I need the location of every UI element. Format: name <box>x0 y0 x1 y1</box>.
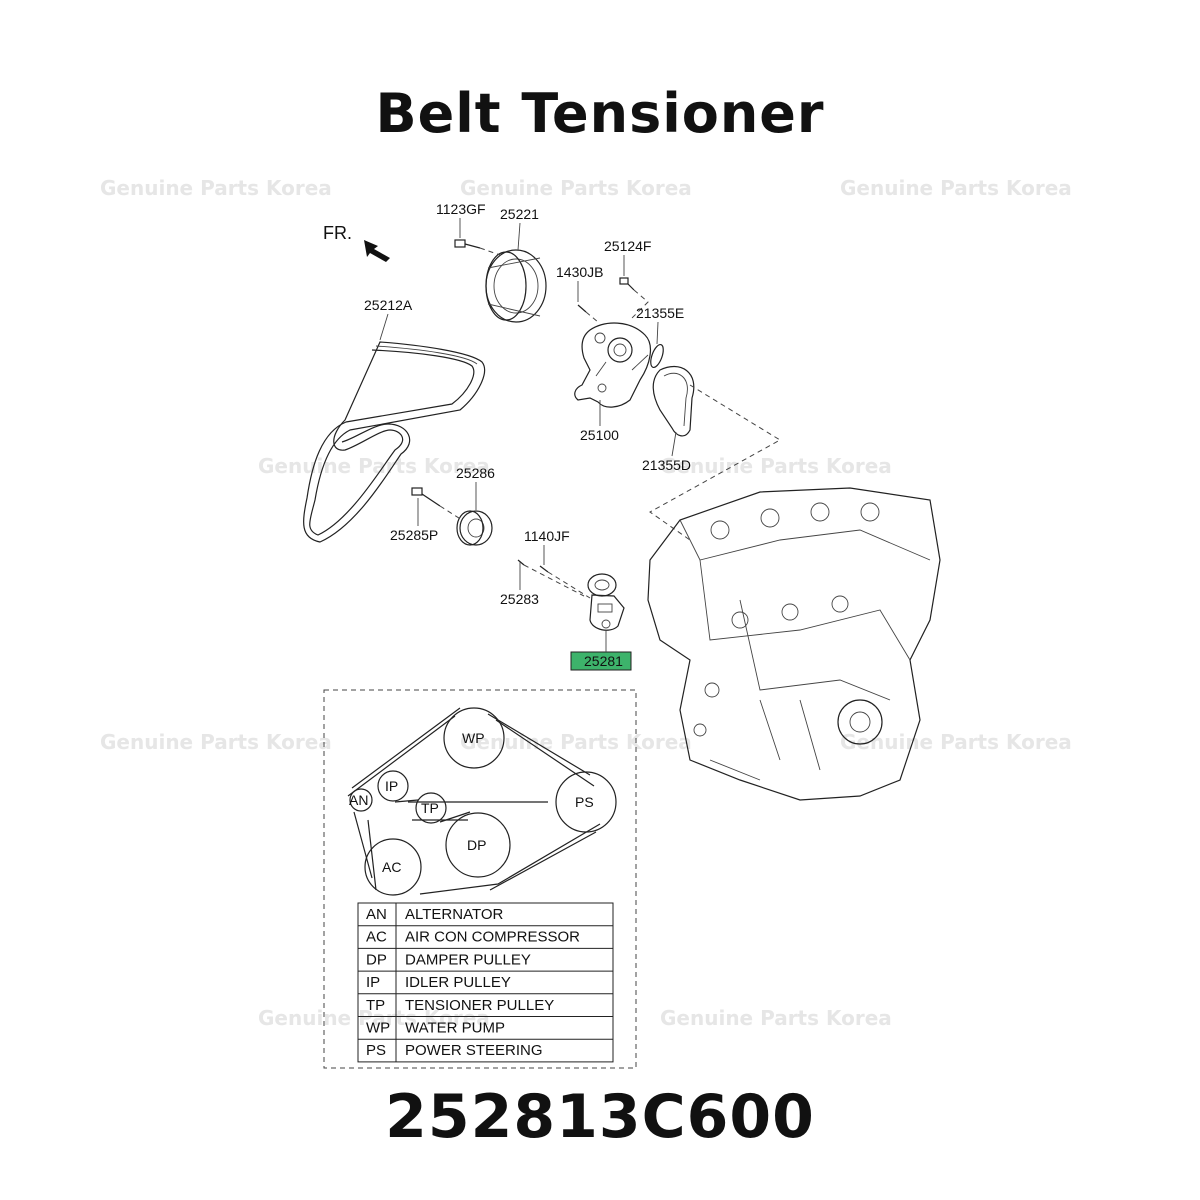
front-arrow-icon <box>364 240 390 262</box>
part-number: 252813C600 <box>385 1082 815 1152</box>
pulley-an-label: AN <box>349 792 368 808</box>
legend-name: POWER STEERING <box>405 1042 543 1059</box>
pulley-wp-circle <box>443 707 505 769</box>
legend-code: PS <box>366 1042 386 1059</box>
legend-name: TENSIONER PULLEY <box>405 997 554 1014</box>
watermark: Genuine Parts Korea <box>660 1006 892 1030</box>
legend-code: AN <box>366 906 387 923</box>
gasket-21355d <box>652 365 695 437</box>
watermark: Genuine Parts Korea <box>258 454 490 478</box>
callout-21355e: 21355E <box>636 305 684 321</box>
bolt-25285p <box>411 487 463 521</box>
callout-25212a: 25212A <box>364 297 413 313</box>
legend-code: TP <box>366 997 385 1014</box>
pulley-wp-label: WP <box>462 730 485 746</box>
pulley-ps-circle <box>555 771 617 833</box>
legend-code: WP <box>366 1020 390 1037</box>
engine-block <box>647 487 941 801</box>
callout-25283: 25283 <box>500 591 539 607</box>
callout-1123gf: 1123GF <box>436 201 486 217</box>
callout-1140jf: 1140JF <box>524 528 570 544</box>
callout-25100: 25100 <box>580 427 619 443</box>
callout-25286: 25286 <box>456 465 495 481</box>
pulley-tp-label: TP <box>421 800 439 816</box>
watermark: Genuine Parts Korea <box>460 176 692 200</box>
pulley-dp-label: DP <box>467 837 486 853</box>
legend-code: DP <box>366 951 387 968</box>
front-marker: FR. <box>323 223 352 243</box>
callout-25221: 25221 <box>500 206 539 222</box>
legend-name: AIR CON COMPRESSOR <box>405 929 580 946</box>
watermark: Genuine Parts Korea <box>660 454 892 478</box>
legend-code: IP <box>366 974 380 991</box>
pulley-dp-circle <box>445 812 511 878</box>
watermark: Genuine Parts Korea <box>460 730 692 754</box>
pulley-an-circle <box>349 788 373 812</box>
highlight-box-25281 <box>570 651 632 671</box>
pulley-ip-label: IP <box>385 778 398 794</box>
callout-25124f: 25124F <box>604 238 651 254</box>
callout-25281: 25281 <box>584 653 623 669</box>
pulley-tp-circle <box>415 792 447 824</box>
page-title: Belt Tensioner <box>375 82 825 145</box>
idler-pulley <box>456 510 493 546</box>
legend-name: ALTERNATOR <box>405 906 504 923</box>
gasket-21355e <box>650 343 664 369</box>
belt-routing-diagram: WP PS AN IP TP DP AC <box>347 707 617 896</box>
watermark: Genuine Parts Korea <box>100 176 332 200</box>
bolt-1140jf <box>539 565 591 599</box>
watermark: Genuine Parts Korea <box>100 730 332 754</box>
pulley-25221 <box>485 249 547 323</box>
pulley-ps-label: PS <box>575 794 594 810</box>
belt-tensioner <box>587 573 625 631</box>
bolt-25283 <box>517 559 585 597</box>
watermark: Genuine Parts Korea <box>258 1006 490 1030</box>
callout-1430jb: 1430JB <box>556 264 603 280</box>
belt-routing-box <box>323 689 637 1069</box>
pulley-ac-circle <box>364 838 422 896</box>
water-pump <box>574 322 652 408</box>
legend-name: IDLER PULLEY <box>405 974 511 991</box>
callout-21355d: 21355D <box>642 457 691 473</box>
callout-25285p: 25285P <box>390 527 438 543</box>
watermark: Genuine Parts Korea <box>840 176 1072 200</box>
pulley-ac-label: AC <box>382 859 401 875</box>
bolt-25124f <box>619 277 649 319</box>
legend-code: AC <box>366 929 387 946</box>
legend-name: WATER PUMP <box>405 1020 505 1037</box>
pin-1430jb <box>577 304 599 323</box>
legend-name: DAMPER PULLEY <box>405 951 531 968</box>
pulley-legend-table: AN ALTERNATOR AC AIR CON COMPRESSOR DP DAMPER… <box>357 902 614 1063</box>
drive-belt <box>303 341 486 543</box>
bolt-1123gf <box>454 239 501 256</box>
pulley-ip-circle <box>377 770 409 802</box>
